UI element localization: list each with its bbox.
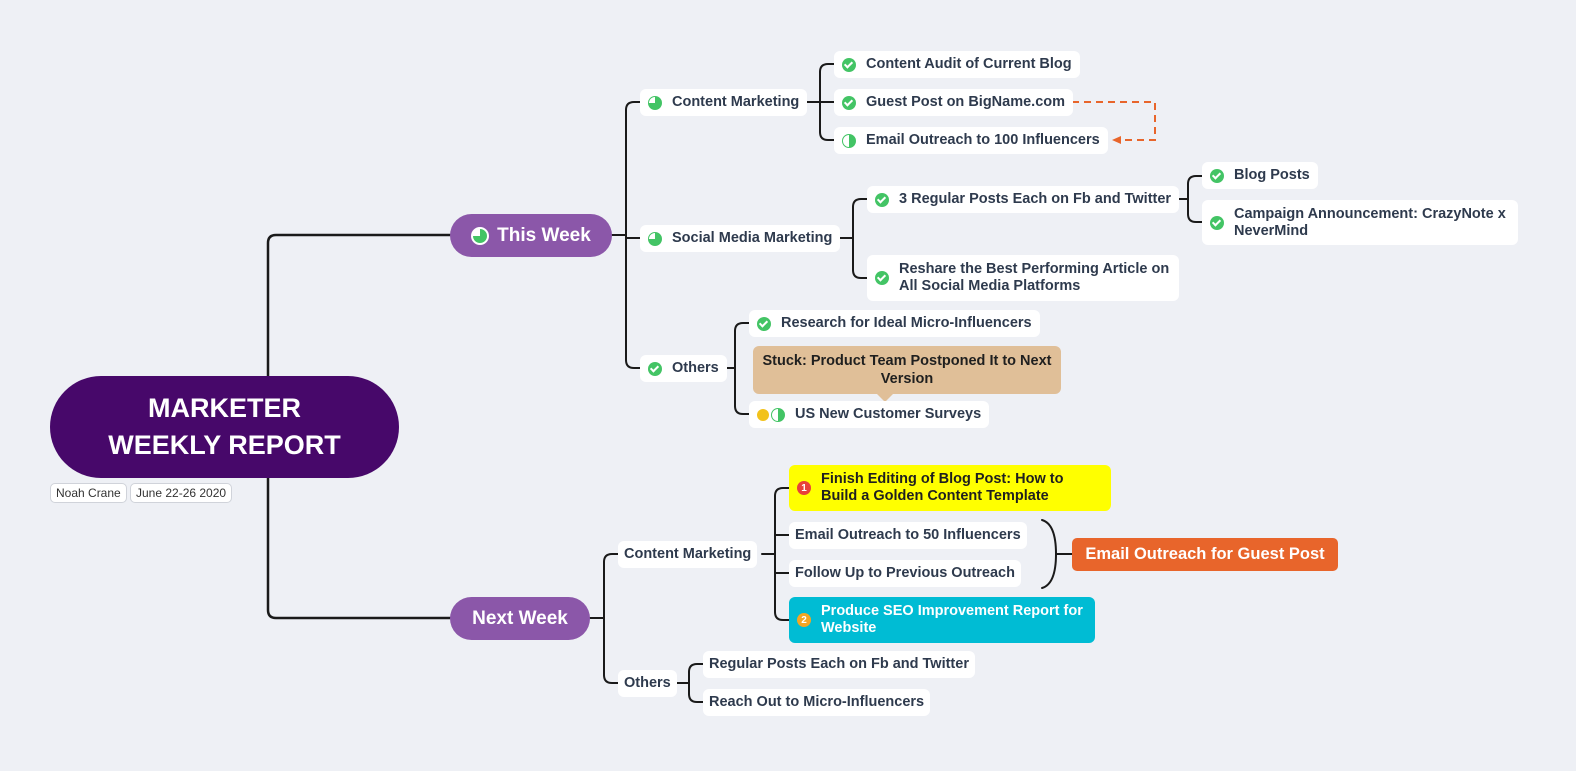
author-tag[interactable]: Noah Crane [50,483,127,503]
check-icon [757,316,771,331]
subtopic-next-content-marketing[interactable]: Content Marketing [618,541,758,568]
check-icon [875,271,889,285]
main-topic-this-week[interactable]: This Week [450,214,612,257]
subtopic-next-others[interactable]: Others [618,670,677,697]
summary-label: Email Outreach for Guest Post [1085,545,1325,563]
subtopic-label: Content Marketing [672,94,800,110]
task-next-regular-posts[interactable]: Regular Posts Each on Fb and Twitter [703,651,975,678]
check-icon [648,361,662,376]
subtopic-label: Social Media Marketing [672,230,833,246]
task-seo-report[interactable]: 2 Produce SEO Improvement Report for Web… [789,597,1095,643]
subtopic-label: Content Marketing [624,546,752,562]
relationship-arrow [1072,101,1156,141]
task-label: Campaign Announcement: CrazyNote x Never… [1234,205,1506,239]
central-topic-line2: WEEKLY REPORT [108,430,341,460]
task-regular-posts[interactable]: 3 Regular Posts Each on Fb and Twitter [867,186,1180,213]
task-label: Reach Out to Micro-Influencers [709,694,925,710]
task-content-audit[interactable]: Content Audit of Current Blog [834,51,1080,78]
check-icon [842,57,856,72]
task-label: US New Customer Surveys [795,406,982,422]
task-research-micro-influencers[interactable]: Research for Ideal Micro-Influencers [749,310,1040,337]
task-label: Email Outreach to 50 Influencers [795,527,1021,543]
task-customer-surveys[interactable]: US New Customer Surveys [749,401,990,428]
task-label: Blog Posts [1234,167,1310,183]
subtopic-content-marketing[interactable]: Content Marketing [640,89,808,116]
task-reshare[interactable]: Reshare the Best Performing Article on A… [867,255,1179,301]
check-icon [1210,168,1224,183]
task-label: Email Outreach to 100 Influencers [866,132,1100,148]
check-icon [1210,215,1224,230]
central-topic-line1: MARKETER [147,393,301,423]
date-tag[interactable]: June 22-26 2020 [130,483,233,503]
subtopic-social-media[interactable]: Social Media Marketing [640,225,841,252]
task-label: Content Audit of Current Blog [866,56,1072,72]
half-progress-icon [842,133,856,148]
main-topic-next-week[interactable]: Next Week [450,597,590,640]
check-icon [875,192,889,207]
progress-icon [648,95,662,110]
progress-icon [471,226,490,245]
task-finish-editing[interactable]: 1 Finish Editing of Blog Post: How to Bu… [789,465,1111,511]
priority-2-icon: 2 [797,613,811,627]
task-email-outreach-100[interactable]: Email Outreach to 100 Influencers [834,127,1108,154]
task-email-outreach-50[interactable]: Email Outreach to 50 Influencers [789,522,1027,549]
subtopic-others[interactable]: Others [640,355,727,382]
task-reach-out[interactable]: Reach Out to Micro-Influencers [703,689,931,716]
half-progress-icon [771,407,785,422]
task-follow-up[interactable]: Follow Up to Previous Outreach [789,560,1021,587]
main-topic-label: Next Week [472,607,568,629]
progress-icon [648,231,662,246]
task-label: Research for Ideal Micro-Influencers [781,315,1032,331]
subtopic-label: Others [624,675,671,691]
task-guest-post[interactable]: Guest Post on BigName.com [834,89,1074,116]
callout-stuck[interactable]: Stuck: Product Team Postponed It to Next… [753,346,1061,402]
task-label: Regular Posts Each on Fb and Twitter [709,656,969,672]
task-label: Finish Editing of Blog Post: How to Buil… [821,471,1064,504]
task-blog-posts[interactable]: Blog Posts [1202,162,1318,189]
task-label: 3 Regular Posts Each on Fb and Twitter [899,191,1172,207]
callout-text: Stuck: Product Team Postponed It to Next… [762,353,1052,387]
central-topic[interactable]: MARKETER WEEKLY REPORT [50,376,399,478]
main-topic-label: This Week [497,224,591,246]
subtopic-label: Others [672,360,719,376]
priority-1-icon: 1 [797,481,811,495]
emoji-icon [757,408,769,421]
task-label: Guest Post on BigName.com [866,94,1066,110]
task-label: Produce SEO Improvement Report for Websi… [821,603,1083,636]
task-label: Follow Up to Previous Outreach [795,565,1015,581]
task-campaign-announcement[interactable]: Campaign Announcement: CrazyNote x Never… [1202,200,1518,245]
task-label: Reshare the Best Performing Article on A… [899,261,1170,294]
summary-email-outreach[interactable]: Email Outreach for Guest Post [1072,538,1338,571]
check-icon [842,95,856,110]
